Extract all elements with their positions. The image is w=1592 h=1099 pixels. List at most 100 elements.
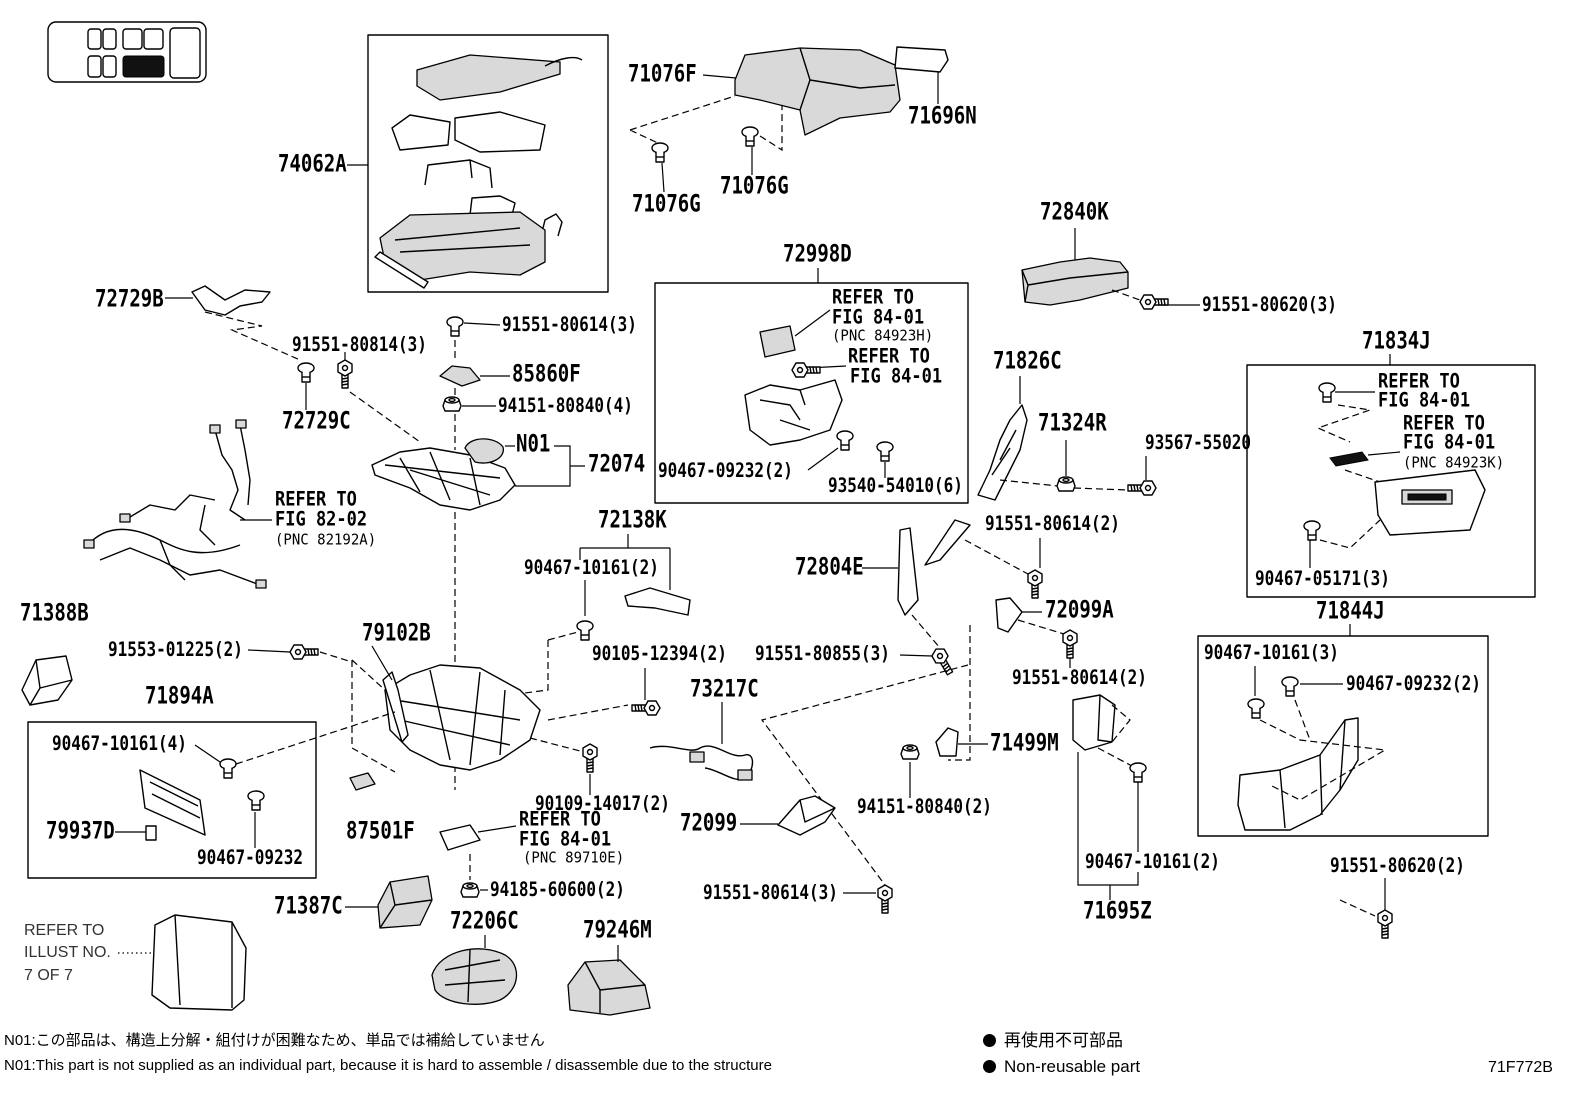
callout-79102b: 79102B — [362, 619, 431, 647]
callout-87501f: 87501F — [346, 817, 415, 845]
part-71844j-box — [1197, 624, 1489, 917]
callout-85860f: 85860F — [512, 360, 581, 388]
part-71696n-pad — [894, 46, 949, 104]
part-refer-84923-bolt-icon — [791, 362, 821, 378]
callout-71388b: 71388B — [20, 599, 89, 627]
filled-circle-icon — [983, 1034, 996, 1047]
part-73217c-wire — [649, 702, 754, 781]
part-79102b-seat-track — [247, 645, 629, 773]
reference-illust-line2: ILLUST NO. — [24, 944, 111, 961]
callout-91551-80614-2-upper: 91551-80614(2) — [985, 512, 1120, 535]
clip-90467-09232-box4-icon — [1281, 676, 1299, 697]
part-71695z-bracket — [1072, 694, 1139, 900]
part-87501f-block — [349, 772, 376, 791]
callout-91551-80620-2: 91551-80620(2) — [1330, 854, 1465, 877]
part-79246m-cover — [567, 945, 651, 1016]
part-n01-motor — [464, 438, 504, 464]
part-72729c-clip — [297, 362, 315, 383]
bolt-91551-80614-upper-icon — [1027, 569, 1043, 599]
part-72138k-bracket — [469, 534, 691, 701]
legend-non-reusable-ja: 再使用不可部品 — [983, 1032, 1123, 1049]
callout-72729c: 72729C — [282, 407, 351, 435]
callout-73217c: 73217C — [690, 675, 759, 703]
part-wire-harness-82192a — [83, 419, 272, 589]
part-71324r-nut — [1056, 476, 1076, 492]
part-71499m-bracket — [935, 727, 988, 757]
clip-90467-10161-box-icon — [219, 758, 237, 779]
callout-90467-09232-2-right: 90467-09232(2) — [1346, 672, 1481, 695]
part-71826c-trim — [977, 376, 1147, 501]
part-72206c-harness — [431, 935, 518, 1005]
reference-bolt-line1: REFER TO — [848, 345, 930, 369]
bolt-91551-80814-icon — [337, 359, 353, 389]
clip-90467-10161-right-icon — [1129, 762, 1147, 783]
callout-90467-09232: 90467-09232 — [197, 846, 303, 869]
part-72804e-hinge — [862, 519, 1041, 657]
callout-79246m: 79246M — [583, 916, 652, 944]
callout-90467-09232-2: 90467-09232(2) — [658, 459, 793, 482]
legend-label-ja: 再使用不可部品 — [1004, 1031, 1123, 1050]
nut-94185-60600-icon — [460, 882, 480, 898]
callout-90467-05171-3: 90467-05171(3) — [1255, 567, 1390, 590]
clip-91551-80614-icon — [446, 316, 464, 337]
callout-90105-12394-2: 90105-12394(2) — [592, 642, 727, 665]
callout-71695z: 71695Z — [1083, 897, 1152, 925]
callout-94185-60600-2: 94185-60600(2) — [490, 878, 625, 901]
reference-84923h-pnc: (PNC 84923H) — [832, 327, 934, 345]
part-71387c-cover — [345, 875, 433, 929]
callout-71844j: 71844J — [1316, 597, 1385, 625]
part-72099a-bracket — [995, 597, 1071, 668]
callout-71834j: 71834J — [1362, 327, 1431, 355]
clip-refer-84-01-icon — [1318, 382, 1336, 403]
callout-71696n: 71696N — [908, 102, 977, 130]
reference-clip-line1: REFER TO — [1378, 370, 1460, 394]
clip-90467-09232-icon — [836, 430, 854, 451]
part-72840k-armrest — [1021, 228, 1200, 306]
nut-94151-80840-icon — [442, 396, 462, 412]
callout-72998d: 72998D — [783, 240, 852, 268]
reference-89710e-pnc: (PNC 89710E) — [523, 849, 625, 867]
callout-91553-01225-2: 91553-01225(2) — [108, 638, 243, 661]
part-71076g-clip-right — [741, 126, 759, 147]
bolt-91551-80620-icon — [1139, 294, 1169, 310]
reference-84923k-line2: FIG 84-01 — [1403, 431, 1496, 455]
part-72099-bracket — [740, 795, 876, 894]
part-71076g-clip-left — [651, 142, 669, 163]
seat-position-locator-icon — [47, 21, 207, 83]
callout-94151-80840-2: 94151-80840(2) — [857, 795, 992, 818]
callout-71324r: 71324R — [1038, 409, 1107, 437]
callout-72804e: 72804E — [795, 553, 864, 581]
callout-n01: N01 — [516, 430, 551, 458]
callout-90467-10161-2-right: 90467-10161(2) — [1085, 850, 1220, 873]
callout-94151-80840-4: 94151-80840(4) — [498, 394, 633, 417]
note-n01-japanese: N01:この部品は、構造上分解・組付けが困難なため、単品では補給していません — [4, 1032, 545, 1049]
bolt-91551-80614-mid-icon — [1062, 629, 1078, 659]
reference-84923k-line1: REFER TO — [1403, 412, 1485, 436]
callout-74062a: 74062A — [278, 150, 347, 178]
reference-82192a-pnc: (PNC 82192A) — [275, 531, 377, 549]
part-72729b-bracket — [165, 285, 301, 361]
callout-71826c: 71826C — [993, 347, 1062, 375]
callout-90467-10161-3: 90467-10161(3) — [1204, 641, 1339, 664]
reference-84923h-line2: FIG 84-01 — [832, 306, 925, 330]
callout-71499m: 71499M — [990, 729, 1059, 757]
callout-91551-80855-3: 91551-80855(3) — [755, 642, 890, 665]
part-72998d-box — [654, 268, 969, 504]
callout-91551-80614-3-lower: 91551-80614(3) — [703, 881, 838, 904]
callout-90467-10161-4: 90467-10161(4) — [52, 732, 187, 755]
nut-94151-80840-lower-icon — [900, 744, 920, 760]
callout-72099: 72099 — [680, 809, 738, 837]
part-module-89710e — [439, 824, 517, 880]
reference-84923h-line1: REFER TO — [832, 286, 914, 310]
part-74062a-seat-cushion-assembly — [347, 34, 609, 293]
bolt-91553-01225-icon — [289, 644, 319, 660]
reference-illust-line1: REFER TO — [24, 922, 105, 939]
clip-93540-54010-icon — [876, 441, 894, 462]
part-71894a-box — [27, 711, 396, 879]
callout-71076g-left: 71076G — [632, 190, 701, 218]
clip-90467-09232-box-icon — [247, 790, 265, 811]
clip-90467-10161-icon — [576, 620, 594, 641]
callout-91551-80614-2-mid: 91551-80614(2) — [1012, 666, 1147, 689]
